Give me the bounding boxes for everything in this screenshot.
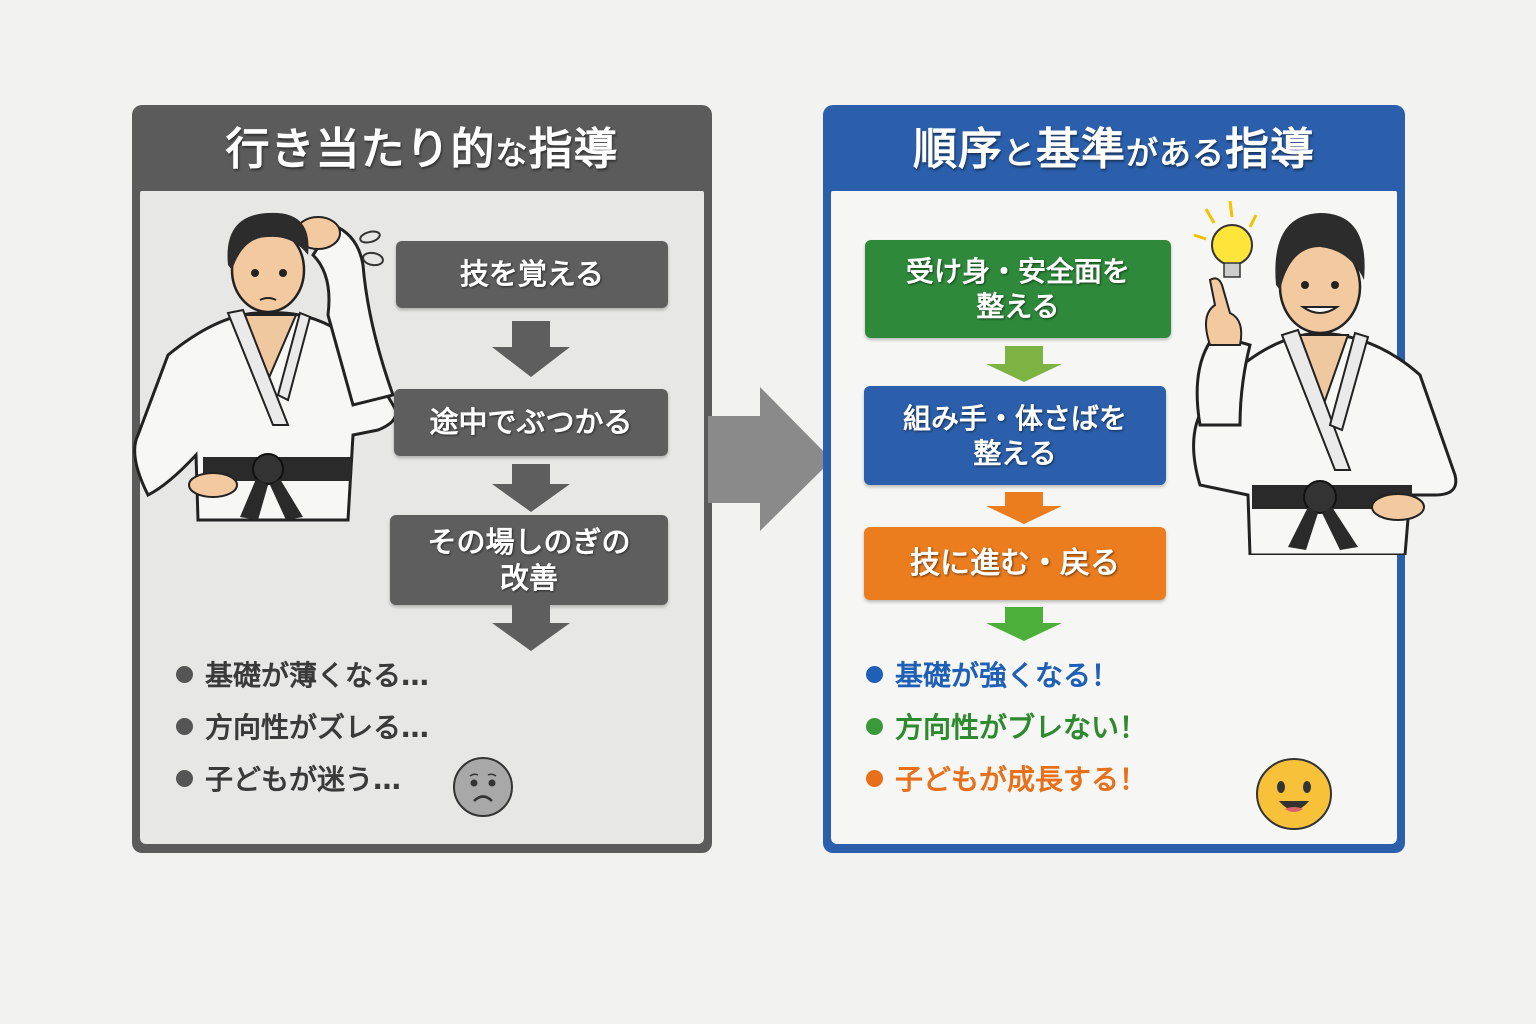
left-panel-title: 行き当たり的な指導 <box>132 119 712 181</box>
title-text: な <box>495 134 529 172</box>
outcome-text: 方向性がブレない！ <box>895 711 1148 744</box>
outcome-item: 子どもが迷う… <box>176 752 429 804</box>
outcome-item: 方向性がブレない！ <box>866 700 1147 752</box>
outcome-text: 子どもが成長する！ <box>895 763 1148 796</box>
right-step-2: 組み手・体さばを 整える <box>864 386 1166 485</box>
step-label: 技に進む・戻る <box>910 545 1120 581</box>
title-text: 指導 <box>528 124 619 175</box>
outcome-item: 基礎が強くなる！ <box>866 648 1147 700</box>
step-label: 受け身・安全面を 整える <box>905 255 1130 323</box>
right-panel-title: 順序と基準がある指導 <box>823 119 1405 181</box>
title-text: がある <box>1126 134 1226 172</box>
confused-judoka-illustration <box>133 212 398 522</box>
left-step-3: その場しのぎの 改善 <box>390 515 668 605</box>
title-text: 指導 <box>1225 124 1316 175</box>
transition-right-arrow-icon <box>708 387 832 531</box>
outcome-text: 基礎が薄くなる… <box>205 659 430 692</box>
bullet-icon <box>866 769 883 787</box>
bullet-icon <box>176 769 193 787</box>
title-text: と <box>1002 134 1036 172</box>
sweat-drops-icon <box>359 230 384 267</box>
lightbulb-icon <box>1193 200 1258 278</box>
bullet-icon <box>176 717 193 735</box>
outcome-text: 基礎が強くなる！ <box>895 659 1120 692</box>
title-text: 順序 <box>912 124 1003 175</box>
sad-face-icon <box>453 757 513 817</box>
outcome-text: 方向性がズレる… <box>205 711 430 744</box>
bullet-icon <box>866 717 883 735</box>
outcome-item: 基礎が薄くなる… <box>176 648 429 700</box>
left-step-2: 途中でぶつかる <box>394 389 668 456</box>
outcome-item: 方向性がズレる… <box>176 700 429 752</box>
right-step-1: 受け身・安全面を 整える <box>865 240 1171 338</box>
step-label: 途中でぶつかる <box>429 405 633 440</box>
step-label: 技を覚える <box>459 257 605 292</box>
step-label: その場しのぎの 改善 <box>427 524 631 595</box>
bullet-icon <box>176 665 193 683</box>
step-label: 組み手・体さばを 整える <box>902 401 1127 470</box>
left-step-1: 技を覚える <box>396 241 668 308</box>
right-outcomes-list: 基礎が強くなる！ 方向性がブレない！ 子どもが成長する！ <box>866 648 1147 804</box>
happy-face-icon <box>1256 758 1332 830</box>
smiling-judoka-illustration <box>1192 200 1458 555</box>
title-text: 基準 <box>1036 124 1126 175</box>
outcome-item: 子どもが成長する！ <box>866 752 1147 804</box>
left-outcomes-list: 基礎が薄くなる… 方向性がズレる… 子どもが迷う… <box>176 648 429 804</box>
title-text: 行き当たり的 <box>225 124 496 175</box>
right-step-3: 技に進む・戻る <box>864 527 1166 600</box>
bullet-icon <box>866 665 883 683</box>
outcome-text: 子どもが迷う… <box>205 763 402 796</box>
